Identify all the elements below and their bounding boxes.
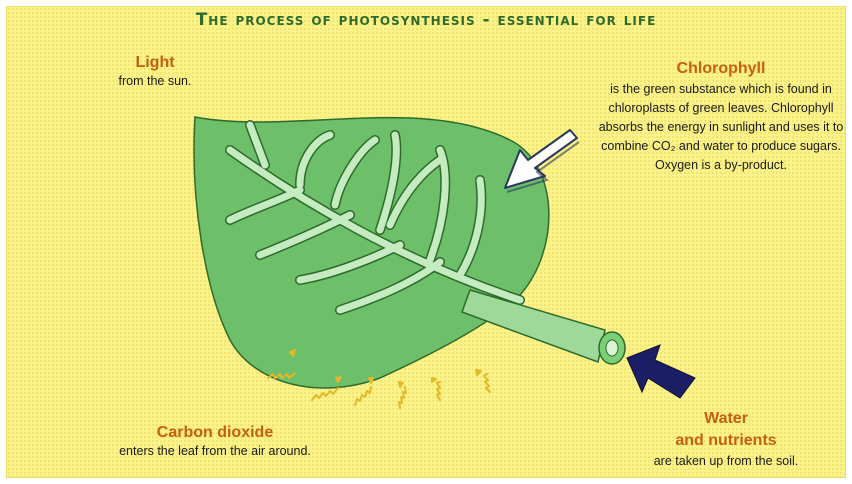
- chlorophyll-label: Chlorophyll is the green substance which…: [596, 60, 846, 175]
- water-arrow: [627, 345, 695, 398]
- water-label: Water and nutrients are taken up from th…: [610, 408, 842, 471]
- water-heading: Water: [610, 408, 842, 430]
- light-description: from the sun.: [90, 72, 220, 91]
- carbon-dioxide-heading: Carbon dioxide: [60, 424, 370, 442]
- page-title: The process of photosynthesis - essentia…: [0, 10, 852, 30]
- light-label: Light from the sun.: [90, 54, 220, 91]
- carbon-dioxide-description: enters the leaf from the air around.: [60, 442, 370, 461]
- light-heading: Light: [90, 54, 220, 72]
- chlorophyll-heading: Chlorophyll: [596, 60, 846, 78]
- water-heading-line2: and nutrients: [610, 430, 842, 452]
- water-description: are taken up from the soil.: [610, 452, 842, 471]
- stem-vessel: [606, 340, 618, 356]
- leaf-stem: [462, 290, 605, 362]
- chlorophyll-description: is the green substance which is found in…: [596, 80, 846, 175]
- carbon-dioxide-label: Carbon dioxide enters the leaf from the …: [60, 424, 370, 461]
